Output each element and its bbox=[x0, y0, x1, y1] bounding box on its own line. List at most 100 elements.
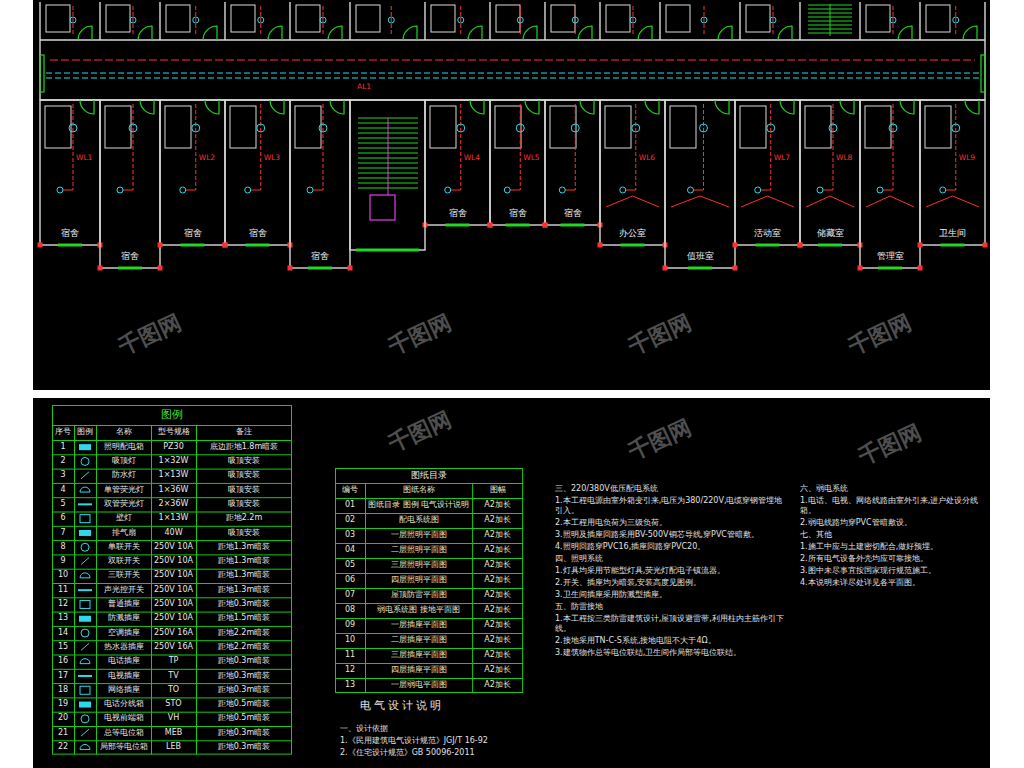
lamp-symbol bbox=[192, 124, 200, 132]
table-rule bbox=[52, 669, 292, 670]
table-cell: 电话插座 bbox=[108, 657, 140, 666]
lamp-symbol bbox=[258, 17, 264, 23]
wiring-line bbox=[575, 104, 576, 190]
room-name: 卫生间 bbox=[939, 227, 966, 240]
note-text: 4.本说明未详尽处详见各平面图。 bbox=[800, 578, 990, 588]
table-cell: 吸顶安装 bbox=[228, 486, 260, 495]
window-symbol bbox=[561, 224, 585, 227]
wiring-line bbox=[63, 190, 73, 191]
bathroom-wall bbox=[430, 106, 456, 148]
lamp-symbol bbox=[829, 124, 837, 132]
bathroom-wall bbox=[166, 5, 190, 32]
window-symbol bbox=[941, 244, 965, 247]
door-swing bbox=[140, 100, 154, 114]
room-name: 宿舍 bbox=[121, 250, 139, 263]
table-rule bbox=[52, 497, 292, 498]
switch-symbol bbox=[307, 187, 313, 193]
room-wall bbox=[490, 100, 545, 225]
window-symbol bbox=[246, 244, 270, 247]
note-text: 1.灯具均采用节能型灯具,荧光灯配电子镇流器。 bbox=[555, 566, 790, 576]
table-header: 序号 bbox=[55, 428, 71, 437]
table-cell: 1×32W bbox=[159, 457, 189, 466]
table-cell: 距地1.3m暗装 bbox=[218, 557, 271, 566]
door-swing bbox=[270, 100, 284, 114]
circuit-label: WL4 bbox=[464, 154, 480, 162]
table-title: 图例 bbox=[161, 409, 183, 421]
bathroom-wall bbox=[296, 5, 320, 32]
table-cell: A2加长 bbox=[484, 636, 511, 645]
table-cell: 250V 10A bbox=[154, 614, 193, 623]
wiring-line bbox=[313, 190, 323, 191]
bathroom-wall bbox=[496, 5, 520, 32]
table-rule bbox=[335, 633, 523, 634]
wiring-line bbox=[946, 190, 956, 191]
lamp-symbol bbox=[81, 715, 89, 723]
table-rule bbox=[52, 583, 292, 584]
table-cell: 12 bbox=[58, 600, 68, 609]
column-mark bbox=[798, 243, 803, 248]
door-swing bbox=[203, 26, 217, 40]
window-symbol bbox=[506, 224, 530, 227]
column-mark bbox=[98, 266, 103, 271]
note-text: 四、照明系统 bbox=[555, 554, 790, 564]
table-cell: TO bbox=[168, 686, 179, 695]
bathroom-wall bbox=[45, 106, 71, 148]
table-cell: 配电系统图 bbox=[399, 516, 439, 525]
wiring-line bbox=[704, 6, 705, 36]
window-symbol bbox=[118, 267, 142, 270]
table-cell: 250V 10A bbox=[154, 543, 193, 552]
table-rule bbox=[52, 440, 292, 441]
note-text: 2.《住宅设计规范》GB 50096-2011 bbox=[340, 748, 530, 758]
table-cell: 8 bbox=[60, 543, 65, 552]
column-mark bbox=[663, 266, 668, 271]
wall-line bbox=[919, 2, 920, 40]
table-cell: 声光控开关 bbox=[104, 586, 144, 595]
circuit-label: AL1 bbox=[357, 83, 371, 91]
lamp-symbol bbox=[630, 17, 636, 23]
door-swing bbox=[580, 100, 594, 114]
lamp-symbol bbox=[129, 124, 137, 132]
column-mark bbox=[158, 266, 163, 271]
room-wall bbox=[800, 100, 860, 245]
table-rule bbox=[196, 425, 197, 755]
column-mark bbox=[158, 243, 163, 248]
table-cell: 16 bbox=[58, 657, 68, 666]
room-name: 活动室 bbox=[754, 227, 781, 240]
note-text: 3.建筑物作总等电位联结,卫生间作局部等电位联结。 bbox=[555, 648, 790, 658]
column-mark bbox=[38, 243, 43, 248]
table-rule bbox=[52, 526, 292, 527]
column-mark bbox=[543, 223, 548, 228]
bathroom-wall bbox=[106, 5, 130, 32]
bathroom-wall bbox=[495, 106, 521, 148]
table-cell: 17 bbox=[58, 672, 68, 681]
table-cell: 双管荧光灯 bbox=[104, 500, 144, 509]
table-cell: 距地0.3m暗装 bbox=[218, 743, 271, 752]
door-swing bbox=[718, 26, 732, 40]
circuit-label: WL1 bbox=[76, 154, 92, 162]
table-cell: 250V 16A bbox=[154, 629, 193, 638]
stair-rail bbox=[830, 4, 831, 36]
wiring-line bbox=[260, 6, 261, 36]
bathroom-wall bbox=[550, 106, 576, 148]
table-cell: 距地0.3m暗装 bbox=[218, 600, 271, 609]
lamp-symbol bbox=[632, 124, 640, 132]
wall-line bbox=[424, 2, 425, 40]
table-cell: 吸顶安装 bbox=[228, 471, 260, 480]
wall-line bbox=[40, 39, 985, 40]
socket-symbol bbox=[80, 744, 90, 749]
switch-symbol bbox=[117, 187, 123, 193]
table-cell: 局部等电位箱 bbox=[100, 743, 148, 752]
wiring-line bbox=[926, 196, 979, 207]
lamp-symbol bbox=[70, 17, 76, 23]
room-name: 值班室 bbox=[687, 250, 714, 263]
table-rule bbox=[335, 498, 523, 499]
door-swing bbox=[138, 26, 152, 40]
table-rule bbox=[335, 603, 523, 604]
lamp-symbol bbox=[770, 17, 776, 23]
table-cell: 一层插座平面图 bbox=[391, 621, 447, 630]
wiring-line bbox=[186, 190, 196, 191]
table-cell: 19 bbox=[58, 700, 68, 709]
room-wall bbox=[425, 100, 490, 225]
table-cell: 双联开关 bbox=[108, 557, 140, 566]
wall-line bbox=[224, 2, 225, 40]
